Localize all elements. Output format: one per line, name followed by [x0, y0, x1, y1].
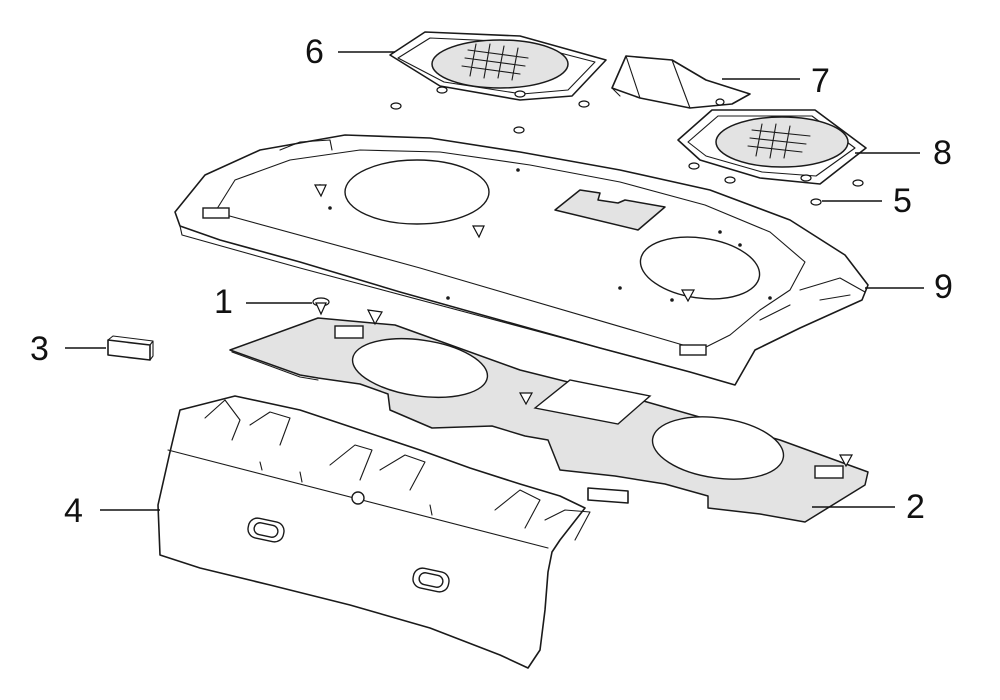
- callout-7: 7: [811, 62, 830, 100]
- rear-trim-panel: [157, 395, 591, 669]
- package-tray: [174, 134, 869, 386]
- foam-pad: [107, 335, 154, 361]
- foam-pad-2: [587, 487, 629, 504]
- callout-3: 3: [30, 330, 49, 368]
- callout-8: 8: [933, 134, 952, 172]
- callout-4: 4: [64, 492, 83, 530]
- callout-6: 6: [305, 33, 324, 71]
- callout-5: 5: [893, 182, 912, 220]
- callout-2: 2: [906, 488, 925, 526]
- left-speaker-grille: [389, 31, 607, 101]
- push-clip: [312, 297, 330, 316]
- clip-group: [313, 86, 864, 468]
- lower-insulator-panel: [229, 317, 869, 523]
- callout-1: 1: [214, 283, 233, 321]
- center-cover: [611, 55, 751, 109]
- callout-9: 9: [934, 268, 953, 306]
- right-speaker-grille: [677, 109, 867, 185]
